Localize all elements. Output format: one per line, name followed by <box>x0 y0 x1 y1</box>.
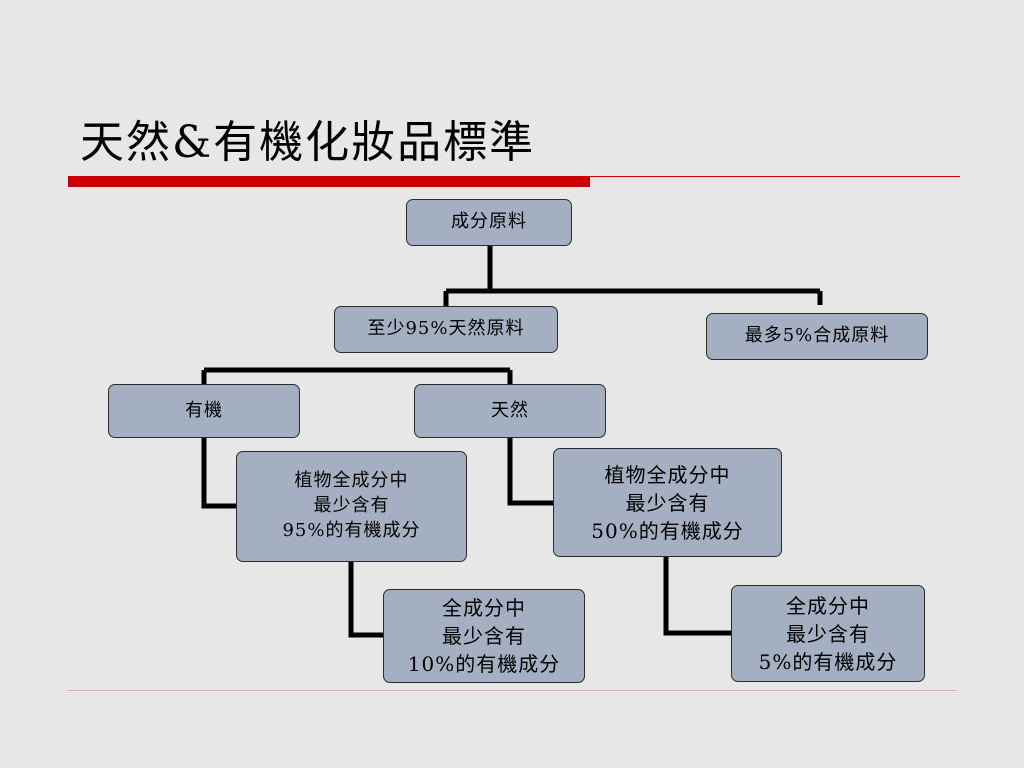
connector-organic-plant-to-total <box>348 562 383 638</box>
node-organic-plant-requirement: 植物全成分中 最少含有 95%的有機成分 <box>236 451 467 562</box>
slide-title: 天然&有機化妝品標準 <box>80 117 536 168</box>
node-natural-min: 至少95%天然原料 <box>334 306 558 353</box>
node-natural-total-requirement: 全成分中 最少含有 5%的有機成分 <box>731 585 925 682</box>
footer-rule <box>68 690 956 691</box>
node-organic-total-requirement: 全成分中 最少含有 10%的有機成分 <box>383 589 585 683</box>
connector-organic-to-plant <box>201 438 236 509</box>
node-synthetic-max: 最多5%合成原料 <box>706 313 928 360</box>
title-underline-accent <box>68 176 590 187</box>
connector-natural-to-plant <box>507 438 553 506</box>
title-underline-rule <box>590 176 960 177</box>
node-natural-plant-requirement: 植物全成分中 最少含有 50%的有機成分 <box>553 448 782 557</box>
node-organic: 有機 <box>108 384 300 438</box>
connector-natural-plant-to-total <box>663 557 731 636</box>
node-natural: 天然 <box>414 384 606 438</box>
node-root-ingredients: 成分原料 <box>406 199 572 246</box>
